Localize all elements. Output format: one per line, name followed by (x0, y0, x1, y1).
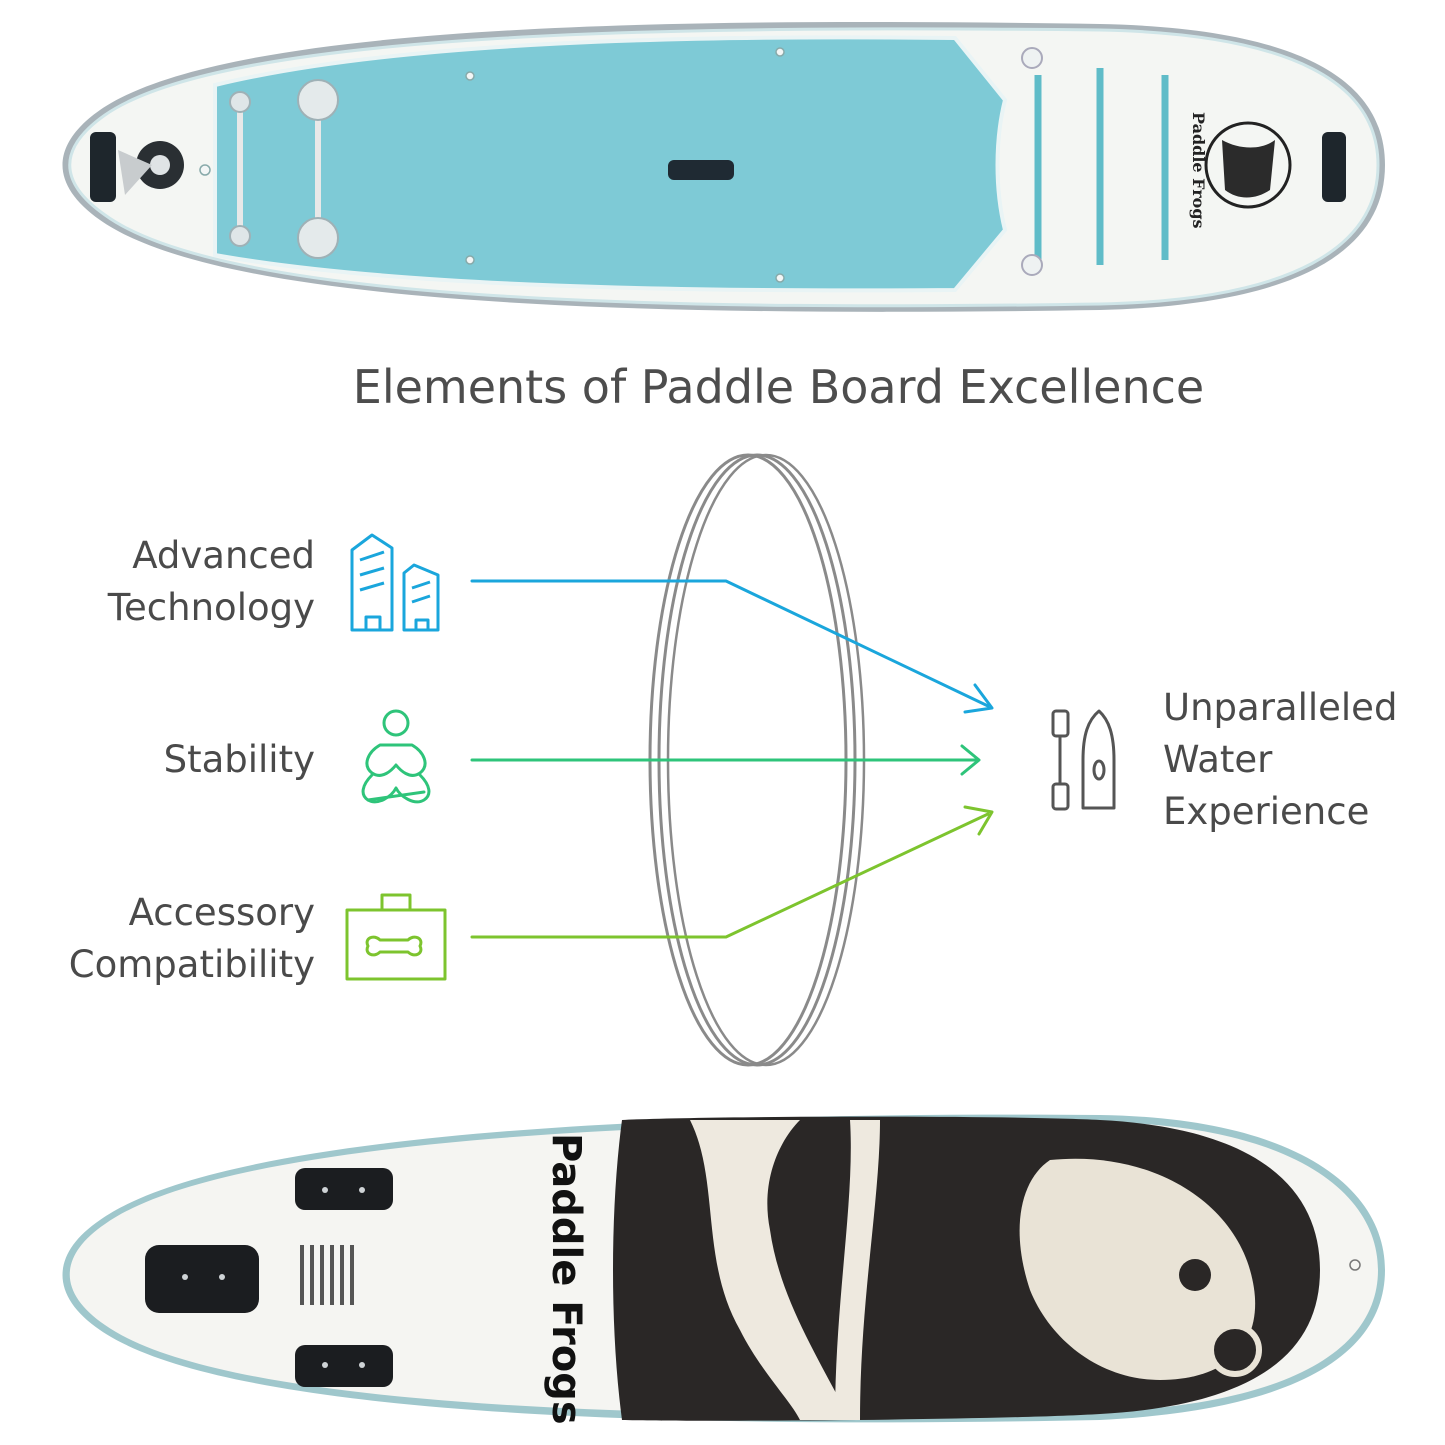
label-line: Unparalleled (1163, 686, 1398, 729)
arrowhead-stability (960, 744, 981, 776)
bottom-board-photo: Paddle Frogs (62, 1114, 1385, 1425)
label-line: Accessory (128, 891, 315, 934)
toolbox-icon (345, 893, 447, 981)
buildings-icon (350, 533, 440, 632)
arrow-advanced-technology (470, 579, 990, 708)
top-board-photo: Paddle Frogs (62, 21, 1385, 312)
diagram-title: Elements of Paddle Board Excellence (0, 360, 1445, 414)
connector-arrows (470, 579, 994, 939)
label-line: Technology (107, 586, 315, 629)
carry-handle (668, 160, 734, 180)
label-stability: Stability (15, 734, 315, 786)
safety-label (300, 1245, 354, 1305)
paddle-and-board-icon (1051, 709, 1116, 811)
label-line: Advanced (132, 534, 315, 577)
arrowhead-accessory-compatibility (963, 805, 994, 836)
meditation-icon (361, 709, 431, 804)
label-line: Stability (163, 738, 315, 781)
arrowhead-advanced-technology (963, 683, 994, 714)
label-line: Experience (1163, 790, 1370, 833)
arrow-accessory-compatibility (470, 812, 990, 939)
label-accessory-compatibility: Accessory Compatibility (15, 887, 315, 991)
bottom-board-brand: Paddle Frogs (543, 1133, 589, 1425)
label-advanced-technology: Advanced Technology (15, 530, 315, 634)
label-unparalleled-water-experience: Unparalleled Water Experience (1163, 682, 1397, 838)
label-line: Compatibility (68, 943, 315, 986)
top-board-brand: Paddle Frogs (1189, 112, 1208, 229)
deck-pad (213, 35, 1008, 293)
label-line: Water (1163, 738, 1273, 781)
diagram-title-text: Elements of Paddle Board Excellence (352, 360, 1205, 414)
